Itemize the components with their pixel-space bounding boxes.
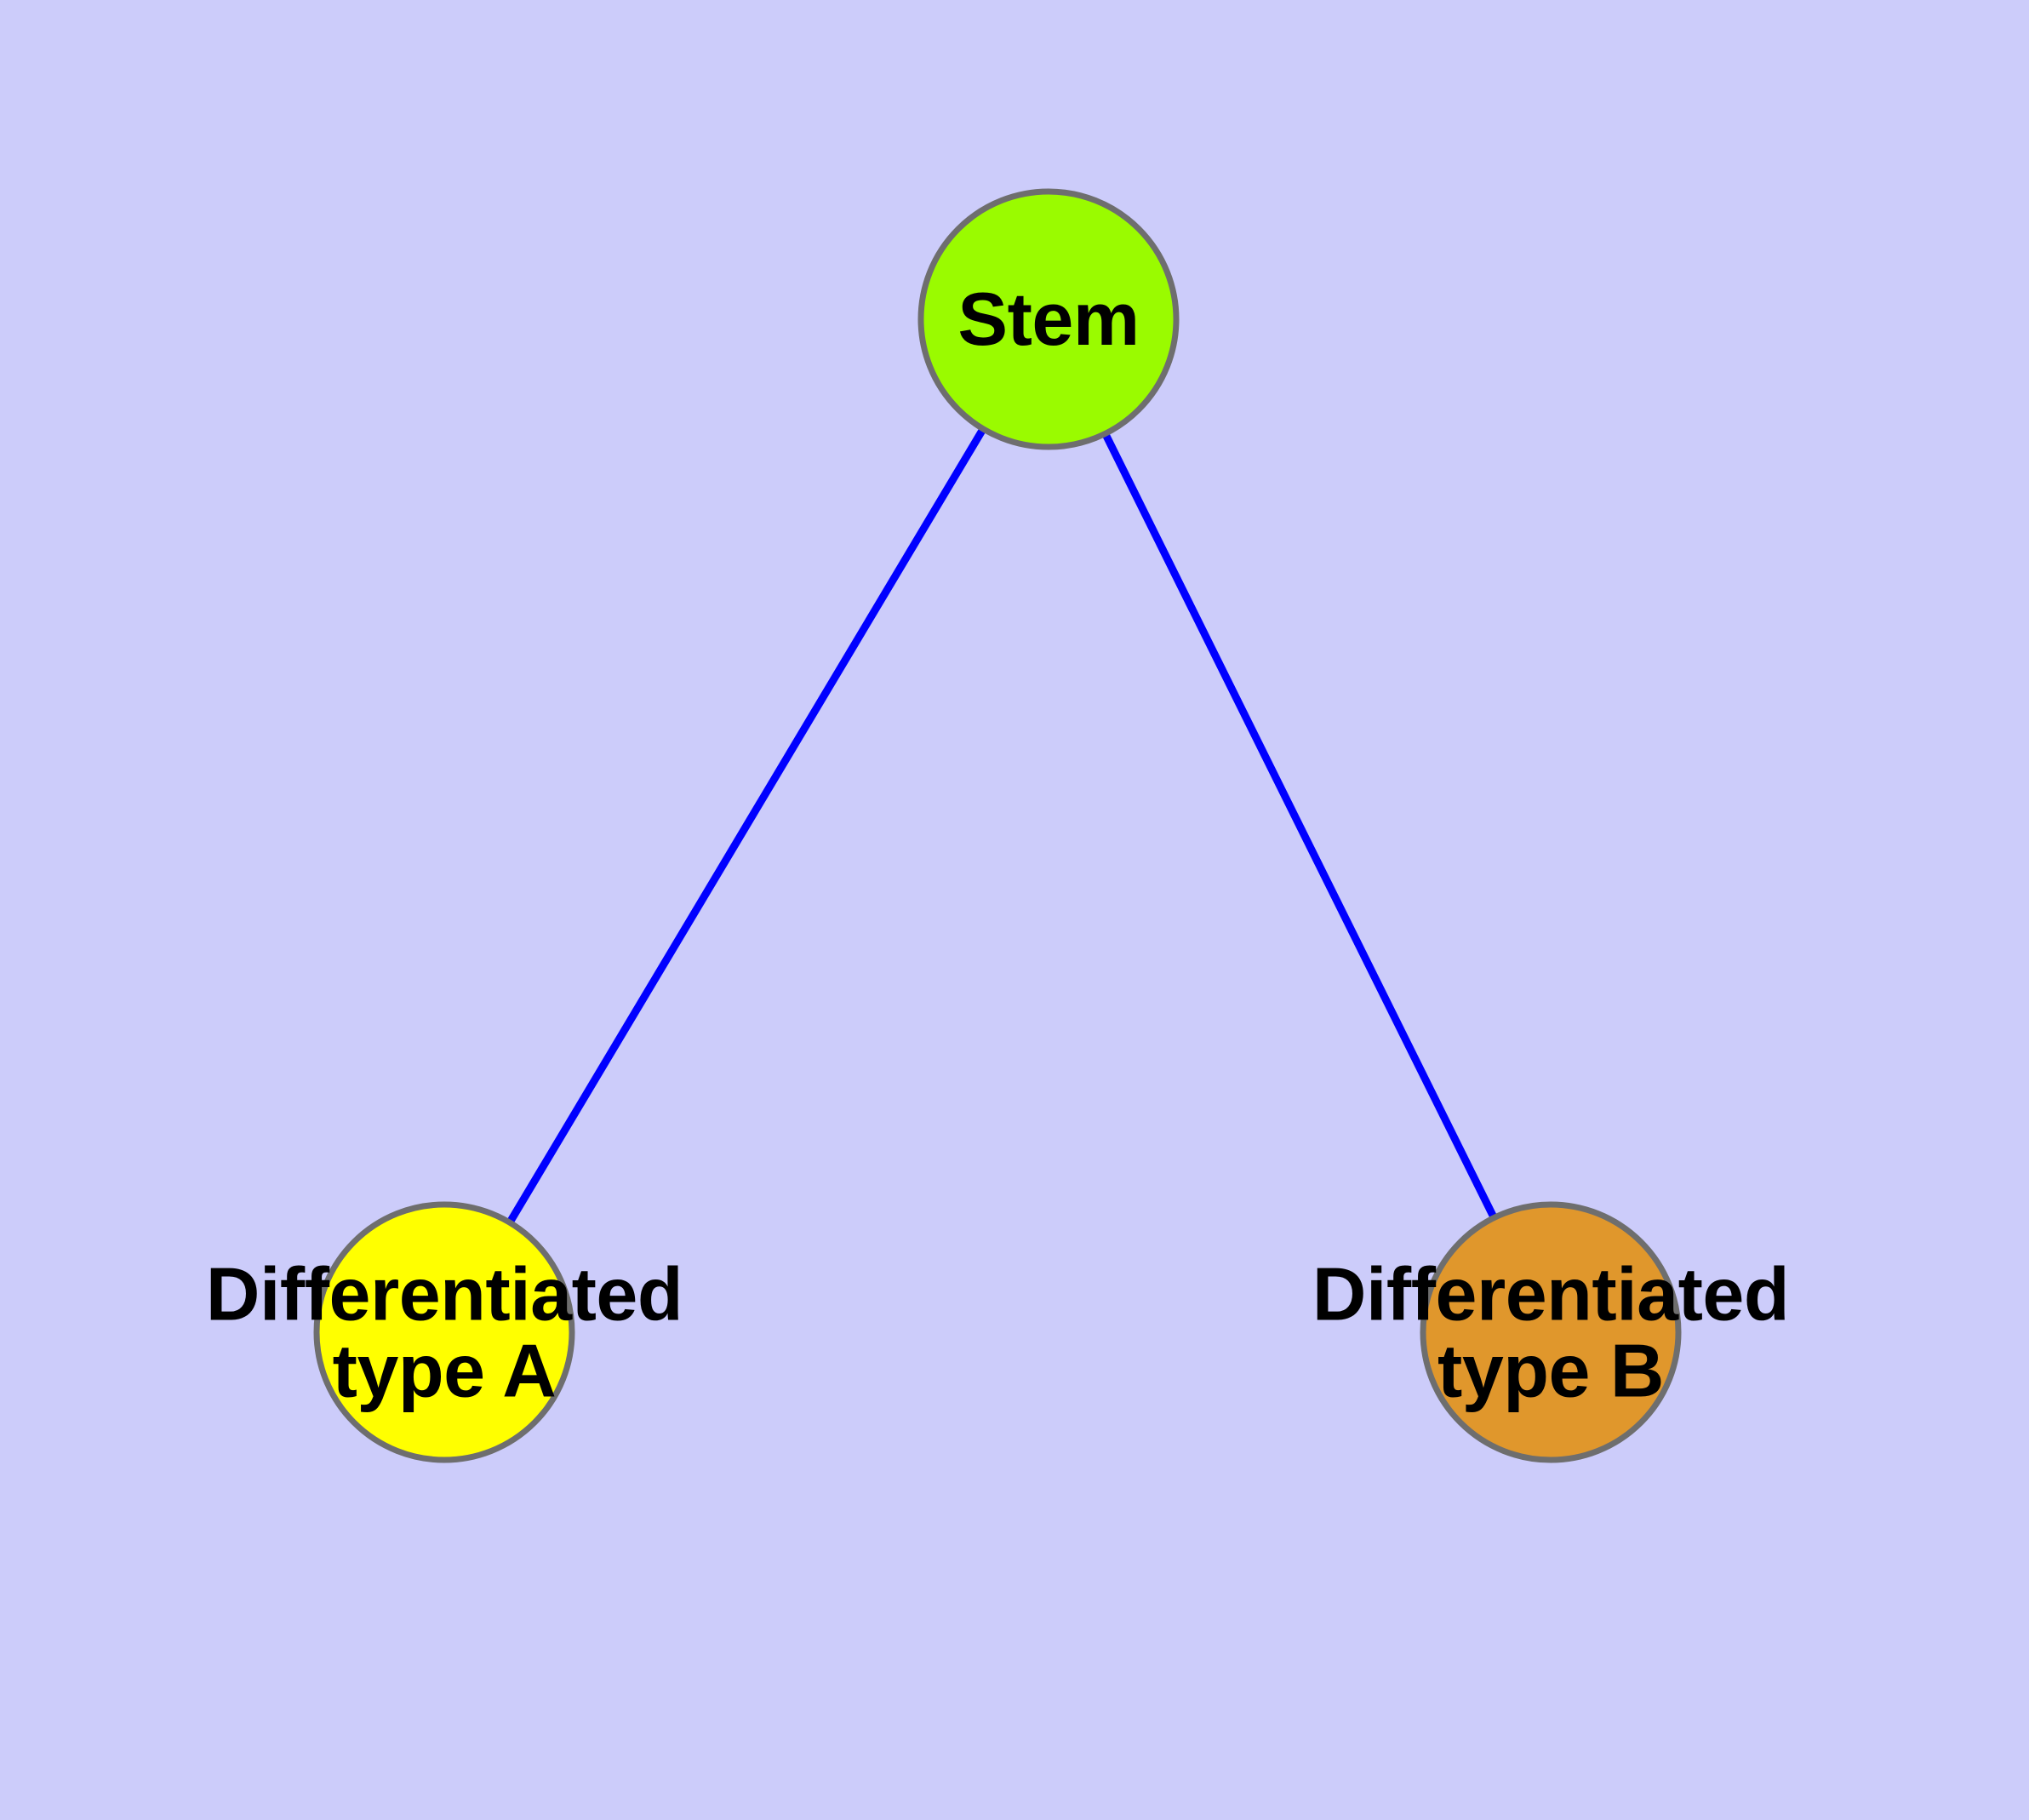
- graph-edge-stem-to-b[interactable]: [1044, 318, 1555, 1334]
- graph-node-diff_b[interactable]: [1420, 1201, 1682, 1463]
- edge-layer: [441, 317, 1555, 1335]
- graph-node-diff_a[interactable]: [313, 1201, 575, 1463]
- graph-node-stem[interactable]: [917, 188, 1180, 450]
- graph-edge-stem-to-a[interactable]: [441, 317, 1052, 1335]
- node-layer: [313, 188, 1682, 1463]
